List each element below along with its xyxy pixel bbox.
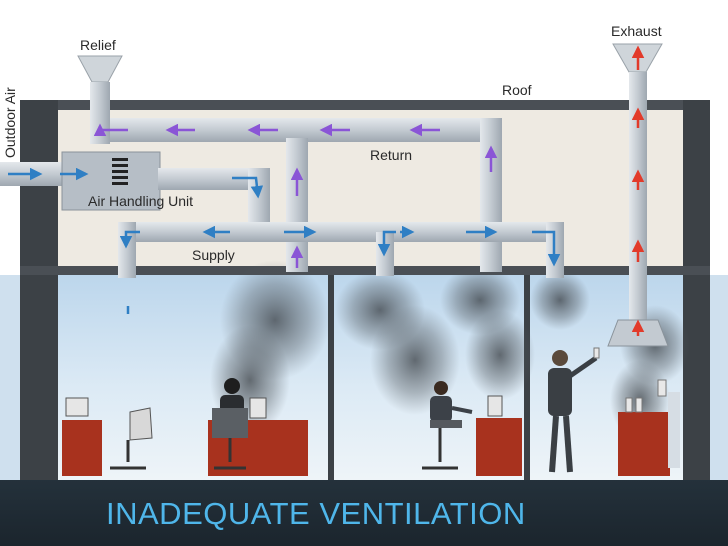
supply-duct <box>118 222 564 242</box>
relief-label: Relief <box>80 37 116 53</box>
desk <box>62 420 102 476</box>
banner-title: INADEQUATE VENTILATION <box>106 496 526 531</box>
supply-label: Supply <box>192 247 235 263</box>
return-arrows <box>93 123 498 268</box>
title-banner <box>0 480 728 546</box>
office-2-workstation <box>422 381 522 476</box>
roof-label: Roof <box>502 82 532 98</box>
desk <box>476 418 522 476</box>
supply-arrows <box>8 167 561 314</box>
roof-slab <box>58 100 683 110</box>
person <box>434 381 448 395</box>
return-label: Return <box>370 147 413 163</box>
person <box>552 350 568 366</box>
outdoor-air-label: Outdoor Air <box>2 87 18 158</box>
exhaust-label: Exhaust <box>611 23 662 39</box>
ceiling-slab <box>20 266 710 275</box>
exhaust-duct <box>629 100 647 320</box>
relief-hood <box>77 55 123 104</box>
air-handling-unit <box>61 151 161 211</box>
person <box>224 378 240 394</box>
air-handling-unit-label: Air Handling Unit <box>88 193 194 209</box>
office-1-workstations <box>62 378 308 476</box>
lab-bench <box>618 412 670 476</box>
lab-workstation <box>548 347 680 476</box>
